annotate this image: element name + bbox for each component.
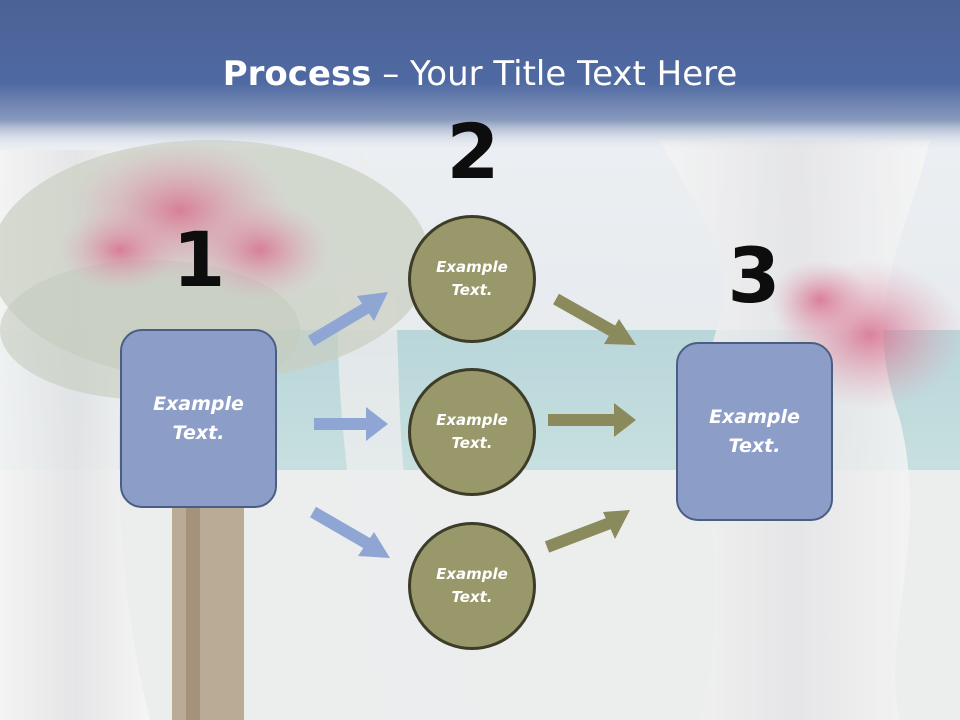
- step-2-circle-top: Example Text.: [408, 215, 536, 343]
- step-2-label-bottom: Example Text.: [436, 565, 508, 606]
- step-3-box: Example Text.: [676, 342, 833, 521]
- step-2-label-middle: Example Text.: [436, 411, 508, 452]
- step-1-box: Example Text.: [120, 329, 277, 508]
- step-number-2: 2: [446, 107, 500, 196]
- step-1-label: Example Text.: [153, 392, 244, 444]
- step-3-label: Example Text.: [709, 405, 800, 457]
- step-number-3: 3: [727, 231, 781, 320]
- step-2-circle-middle: Example Text.: [408, 368, 536, 496]
- slide-title: Process – Your Title Text Here: [0, 52, 960, 96]
- step-2-circle-bottom: Example Text.: [408, 522, 536, 650]
- title-rest: – Your Title Text Here: [371, 54, 738, 94]
- title-bold: Process: [222, 54, 372, 94]
- step-number-1: 1: [172, 215, 226, 304]
- step-2-label-top: Example Text.: [436, 258, 508, 299]
